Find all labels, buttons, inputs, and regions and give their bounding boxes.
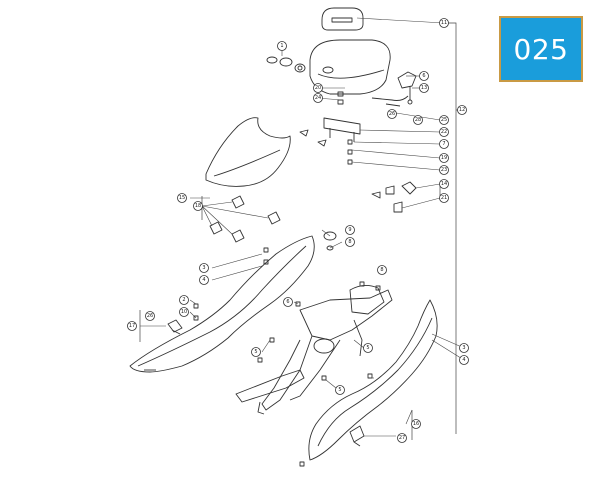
callout: 23 bbox=[439, 165, 449, 175]
callout: 7 bbox=[439, 139, 449, 149]
callout: 22 bbox=[439, 127, 449, 137]
parts-drawings bbox=[129, 7, 438, 467]
svg-text:23: 23 bbox=[441, 167, 447, 173]
svg-text:28: 28 bbox=[415, 117, 421, 123]
cowl-clips bbox=[209, 195, 281, 243]
seat-lock-release bbox=[371, 71, 417, 107]
svg-text:5: 5 bbox=[254, 349, 257, 355]
callout: 20 bbox=[313, 83, 323, 93]
svg-text:6: 6 bbox=[286, 299, 289, 305]
callout: 9 bbox=[345, 225, 355, 235]
svg-text:3: 3 bbox=[202, 265, 205, 271]
callout: 5 bbox=[335, 385, 345, 395]
callout: 8 bbox=[377, 265, 387, 275]
callout: 19 bbox=[439, 153, 449, 163]
svg-text:20: 20 bbox=[315, 85, 321, 91]
svg-text:13: 13 bbox=[421, 85, 427, 91]
svg-text:2: 2 bbox=[182, 297, 185, 303]
group-brackets bbox=[139, 22, 462, 440]
svg-text:22: 22 bbox=[441, 129, 447, 135]
callout: 11 bbox=[439, 18, 449, 28]
callout: 3 bbox=[459, 343, 469, 353]
right-side-panel bbox=[308, 299, 438, 461]
svg-text:27: 27 bbox=[399, 435, 405, 441]
callout: 24 bbox=[313, 93, 323, 103]
callout: 18 bbox=[193, 201, 203, 211]
callout: 16 bbox=[411, 419, 421, 429]
callout: 17 bbox=[127, 321, 137, 331]
rear-subframe bbox=[235, 285, 393, 415]
callout: 14 bbox=[439, 179, 449, 189]
svg-text:14: 14 bbox=[441, 181, 447, 187]
svg-text:3: 3 bbox=[462, 345, 465, 351]
svg-text:6: 6 bbox=[422, 73, 425, 79]
seat-fasteners bbox=[299, 91, 353, 165]
left-side-panel bbox=[129, 235, 315, 373]
svg-text:16: 16 bbox=[413, 421, 419, 427]
callout: 26 bbox=[387, 109, 397, 119]
callout: 21 bbox=[439, 193, 449, 203]
callout: 25 bbox=[439, 115, 449, 125]
callout: 27 bbox=[397, 433, 407, 443]
svg-text:8: 8 bbox=[380, 267, 383, 273]
callout: 3 bbox=[199, 263, 209, 273]
grommet bbox=[323, 231, 337, 251]
svg-text:12: 12 bbox=[459, 107, 465, 113]
callout: 6 bbox=[419, 71, 429, 81]
svg-text:10: 10 bbox=[181, 309, 187, 315]
seat-bracket bbox=[323, 117, 361, 142]
grab-handle bbox=[321, 7, 364, 31]
svg-text:4: 4 bbox=[202, 277, 205, 283]
svg-text:11: 11 bbox=[441, 20, 447, 26]
svg-text:17: 17 bbox=[129, 323, 135, 329]
svg-text:5: 5 bbox=[366, 345, 369, 351]
page-number-badge: 025 bbox=[499, 16, 583, 82]
svg-text:26: 26 bbox=[389, 111, 395, 117]
rubber-buffers bbox=[371, 181, 417, 213]
callout: 10 bbox=[179, 307, 189, 317]
callout: 13 bbox=[419, 83, 429, 93]
svg-text:5: 5 bbox=[338, 387, 341, 393]
callout: 4 bbox=[459, 355, 469, 365]
callout: 5 bbox=[251, 347, 261, 357]
callout: 8 bbox=[345, 237, 355, 247]
seat-cowl bbox=[205, 117, 291, 187]
callout: 4 bbox=[199, 275, 209, 285]
svg-text:8: 8 bbox=[348, 239, 351, 245]
callout: 2 bbox=[179, 295, 189, 305]
svg-text:15: 15 bbox=[179, 195, 185, 201]
svg-text:4: 4 bbox=[462, 357, 465, 363]
callout: 12 bbox=[457, 105, 467, 115]
frame-bolts bbox=[193, 247, 387, 467]
callout: 5 bbox=[363, 343, 373, 353]
callout: 28 bbox=[413, 115, 423, 125]
svg-text:9: 9 bbox=[348, 227, 351, 233]
svg-text:18: 18 bbox=[195, 203, 201, 209]
svg-text:26: 26 bbox=[147, 313, 153, 319]
svg-text:25: 25 bbox=[441, 117, 447, 123]
callout: 15 bbox=[177, 193, 187, 203]
callout: 6 bbox=[283, 297, 293, 307]
svg-text:24: 24 bbox=[315, 95, 321, 101]
svg-text:1: 1 bbox=[280, 43, 283, 49]
callout: 26 bbox=[145, 311, 155, 321]
svg-text:7: 7 bbox=[442, 141, 445, 147]
callouts: 1 3 4 5 5 6 7 8 9 2 3 4 5 6 8 10 11 12 1… bbox=[127, 18, 469, 443]
page-number-text: 025 bbox=[513, 32, 569, 66]
svg-text:21: 21 bbox=[441, 195, 447, 201]
svg-text:19: 19 bbox=[441, 155, 447, 161]
callout: 1 bbox=[277, 41, 287, 51]
lock-cylinder bbox=[266, 56, 306, 73]
